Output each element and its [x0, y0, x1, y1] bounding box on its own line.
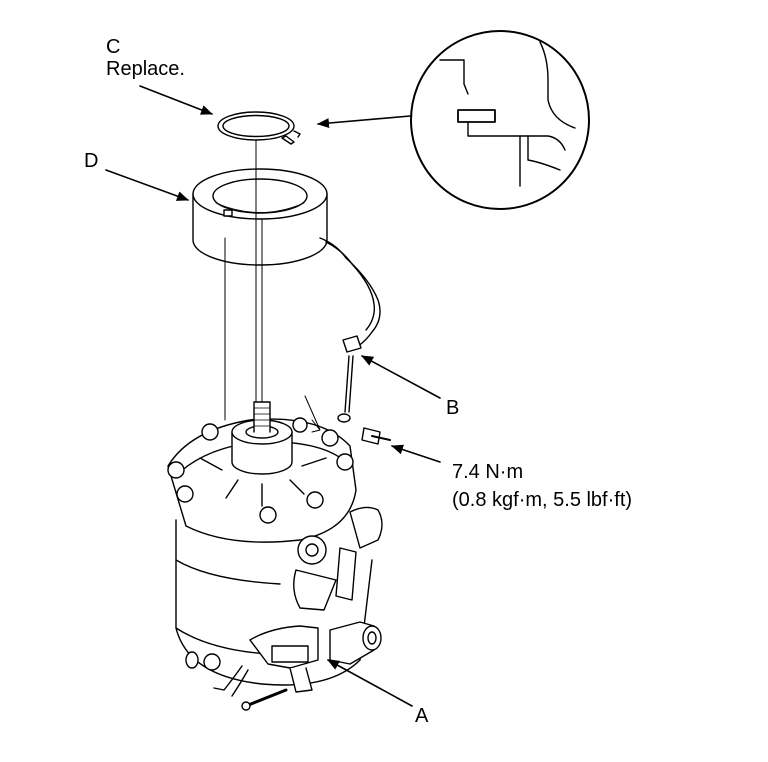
leader-lines: [105, 85, 441, 707]
label-a: A: [415, 705, 429, 727]
label-c: C: [106, 36, 121, 58]
label-d: D: [84, 150, 99, 172]
torque-value: 7.4 N·m: [452, 461, 524, 483]
ground-bolt: [361, 427, 391, 445]
torque-alt-units: (0.8 kgf·m, 5.5 lbf·ft): [452, 489, 633, 511]
compressor-body: [167, 401, 383, 711]
field-coil: [192, 168, 381, 423]
snap-ring: [217, 111, 301, 145]
label-b: B: [446, 397, 460, 419]
alignment-lines: [224, 139, 263, 421]
detail-magnifier: [317, 30, 590, 210]
label-c-note: Replace.: [106, 58, 185, 80]
